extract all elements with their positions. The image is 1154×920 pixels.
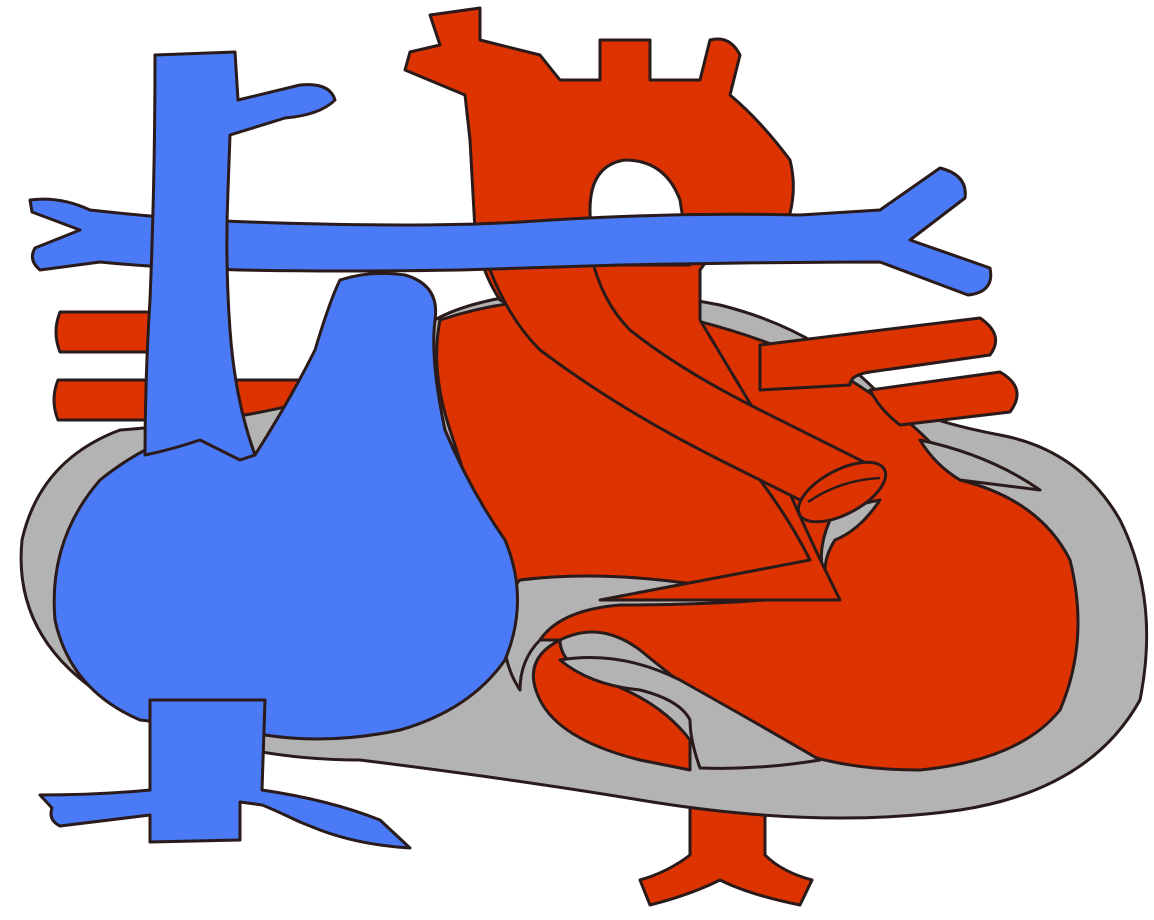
- pulmonary-vein-lower-right: [870, 372, 1017, 425]
